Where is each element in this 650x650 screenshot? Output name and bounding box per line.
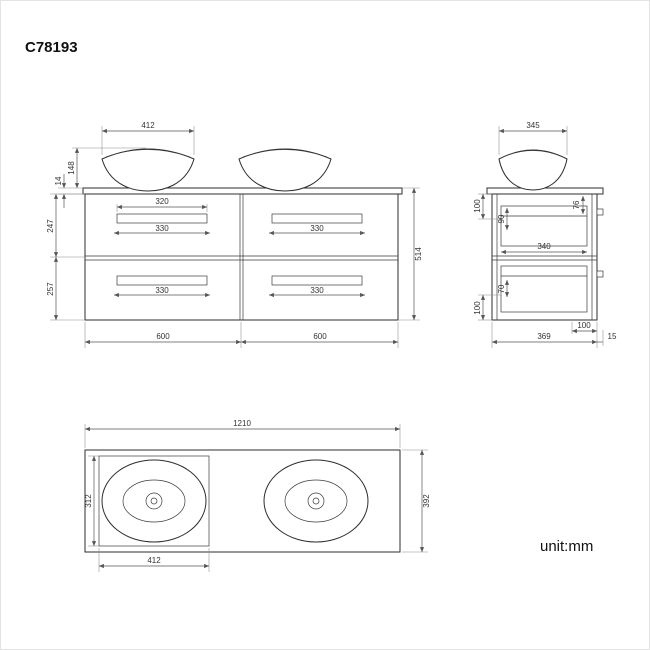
svg-text:392: 392 [422, 494, 431, 508]
svg-text:345: 345 [526, 121, 540, 130]
svg-text:330: 330 [310, 224, 324, 233]
top-left-basin [101, 459, 207, 543]
model-number: C78193 [25, 39, 78, 56]
dim-drawer-top-left: 330 [114, 224, 210, 236]
dim-top-cutout-width: 412 [98, 548, 210, 572]
handle-top-right [271, 213, 363, 224]
svg-text:148: 148 [67, 161, 76, 175]
dim-front-sink-width: 412 [101, 121, 195, 155]
top-view: 1210 392 312 412 [84, 419, 431, 572]
svg-text:247: 247 [46, 219, 55, 233]
dim-side-upper-drawer: 90 [497, 208, 510, 230]
svg-text:14: 14 [54, 176, 63, 185]
front-cabinet-body [84, 193, 399, 321]
dim-side-sink-width: 345 [498, 121, 568, 155]
svg-text:90: 90 [497, 214, 506, 223]
dim-top-cutout-depth: 312 [84, 455, 99, 547]
svg-text:257: 257 [46, 282, 55, 296]
dim-front-lower-section: 257 [46, 257, 85, 321]
dim-side-top-back: 76 [572, 196, 586, 214]
dim-drawer-top-right: 330 [269, 224, 365, 236]
svg-text:320: 320 [155, 197, 169, 206]
dim-front-total-height: 514 [398, 187, 423, 321]
side-countertop [486, 187, 604, 195]
dim-side-inner-depth: 340 [501, 242, 587, 255]
side-upper-drawer-box [500, 205, 588, 247]
svg-text:330: 330 [155, 286, 169, 295]
svg-text:15: 15 [608, 332, 617, 341]
svg-text:340: 340 [537, 242, 551, 251]
svg-text:100: 100 [473, 301, 482, 315]
dim-side-total-depth: 369 [491, 322, 598, 348]
dim-side-back-offset: 100 [571, 321, 597, 334]
svg-text:100: 100 [577, 321, 591, 330]
handle-top-left [116, 213, 208, 224]
svg-text:1210: 1210 [233, 419, 251, 428]
dim-side-lower-drawer: 70 [497, 280, 510, 297]
svg-text:369: 369 [537, 332, 551, 341]
unit-label: unit:mm [540, 538, 593, 555]
front-view: 412 14 148 247 257 [46, 121, 423, 348]
svg-text:412: 412 [141, 121, 155, 130]
side-view: 345 100 76 90 340 70 [473, 121, 617, 348]
dim-side-overhang: 15 [597, 330, 617, 346]
dim-front-widths: 600 600 [84, 322, 399, 348]
front-left-sink [101, 148, 195, 192]
svg-text:600: 600 [313, 332, 327, 341]
svg-text:76: 76 [572, 200, 581, 209]
svg-text:412: 412 [147, 556, 161, 565]
dim-handle-width: 320 [116, 197, 208, 212]
top-right-basin [263, 459, 369, 543]
dim-front-sink-height: 148 [67, 147, 146, 188]
side-lower-drawer-box [500, 265, 588, 313]
front-left-sink-rim [105, 149, 191, 158]
dim-side-bottom-front: 100 [473, 294, 501, 321]
handle-bottom-right [271, 275, 363, 286]
dim-drawer-bottom-right: 330 [269, 286, 365, 298]
side-upper-handle [596, 208, 604, 216]
svg-text:330: 330 [310, 286, 324, 295]
svg-text:514: 514 [414, 247, 423, 261]
svg-text:330: 330 [155, 224, 169, 233]
svg-text:70: 70 [497, 284, 506, 293]
handle-bottom-left [116, 275, 208, 286]
dim-side-top-front: 100 [473, 193, 501, 220]
dim-drawer-bottom-left: 330 [114, 286, 210, 298]
side-sink [498, 149, 568, 191]
dim-top-total-width: 1210 [84, 419, 401, 448]
front-right-sink [238, 148, 332, 192]
front-right-sink-rim [242, 149, 328, 158]
svg-text:312: 312 [84, 494, 93, 508]
svg-text:100: 100 [473, 199, 482, 213]
side-lower-handle [596, 270, 604, 278]
svg-text:600: 600 [156, 332, 170, 341]
dim-top-total-depth: 392 [402, 449, 431, 553]
side-sink-rim [502, 150, 564, 158]
